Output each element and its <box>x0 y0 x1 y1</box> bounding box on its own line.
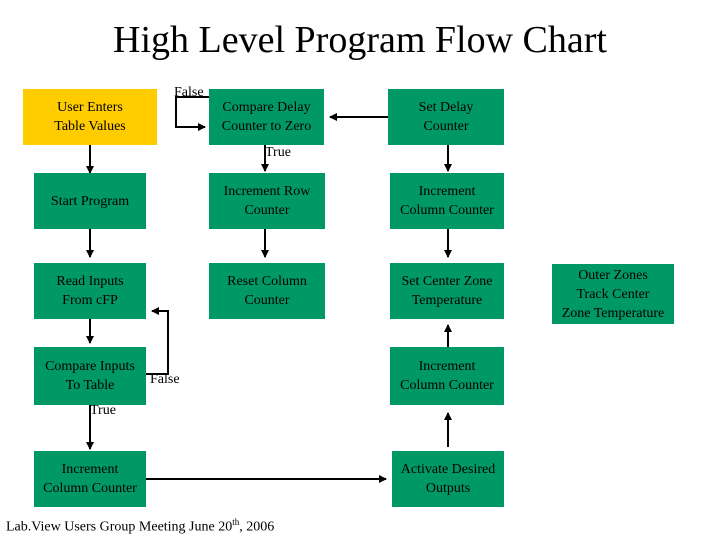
box-label: Increment Row Counter <box>223 184 311 218</box>
false-label-compare-delay: False <box>174 85 204 100</box>
box-label: Activate Desired Outputs <box>400 462 496 496</box>
page-title: High Level Program Flow Chart <box>113 19 607 61</box>
box-label: Set Center Zone Temperature <box>401 274 493 308</box>
true-label-compare-inputs: True <box>90 403 116 418</box>
increment-column-counter-box-upper: Increment Column Counter <box>390 173 504 229</box>
compare-inputs-to-table-box: Compare Inputs To Table <box>34 347 146 405</box>
false-label-compare-inputs: False <box>150 372 180 387</box>
box-label: Increment Column Counter <box>400 359 494 393</box>
footer-caption: Lab.View Users Group Meeting June 20th, … <box>6 517 274 536</box>
footer-superscript: th <box>232 517 240 527</box>
box-label: Compare Delay Counter to Zero <box>221 100 312 134</box>
activate-desired-outputs-box: Activate Desired Outputs <box>392 451 504 507</box>
footer-text: Lab.View Users Group Meeting June 20 <box>6 519 233 535</box>
user-enters-table-values-box: User Enters Table Values <box>23 89 157 145</box>
box-label: Read Inputs From cFP <box>56 274 124 308</box>
box-label: Set Delay Counter <box>418 100 474 134</box>
increment-column-counter-box-lower: Increment Column Counter <box>390 347 504 405</box>
box-label: Start Program <box>50 193 130 209</box>
start-program-box: Start Program <box>34 173 146 229</box>
increment-row-counter-box: Increment Row Counter <box>209 173 325 229</box>
arrow-compare-false-loop <box>146 307 169 375</box>
compare-delay-box: Compare Delay Counter to Zero <box>209 89 324 145</box>
outer-zones-track-center-box: Outer Zones Track Center Zone Temperatur… <box>552 264 674 324</box>
arrow-comparedelay-false-loop <box>175 96 209 131</box>
true-label-compare-delay: True <box>265 145 291 160</box>
box-label: Outer Zones Track Center Zone Temperatur… <box>561 267 665 321</box>
box-label: Compare Inputs To Table <box>45 359 135 393</box>
box-label: Increment Column Counter <box>43 462 137 496</box>
increment-column-counter-box-bottom: Increment Column Counter <box>34 451 146 507</box>
reset-column-counter-box: Reset Column Counter <box>209 263 325 319</box>
read-inputs-box: Read Inputs From cFP <box>34 263 146 319</box>
set-center-zone-temperature-box: Set Center Zone Temperature <box>390 263 504 319</box>
set-delay-counter-box: Set Delay Counter <box>388 89 504 145</box>
box-label: User Enters Table Values <box>54 100 126 134</box>
footer-suffix: , 2006 <box>239 519 275 535</box>
box-label: Increment Column Counter <box>400 184 494 218</box>
box-label: Reset Column Counter <box>227 274 307 308</box>
